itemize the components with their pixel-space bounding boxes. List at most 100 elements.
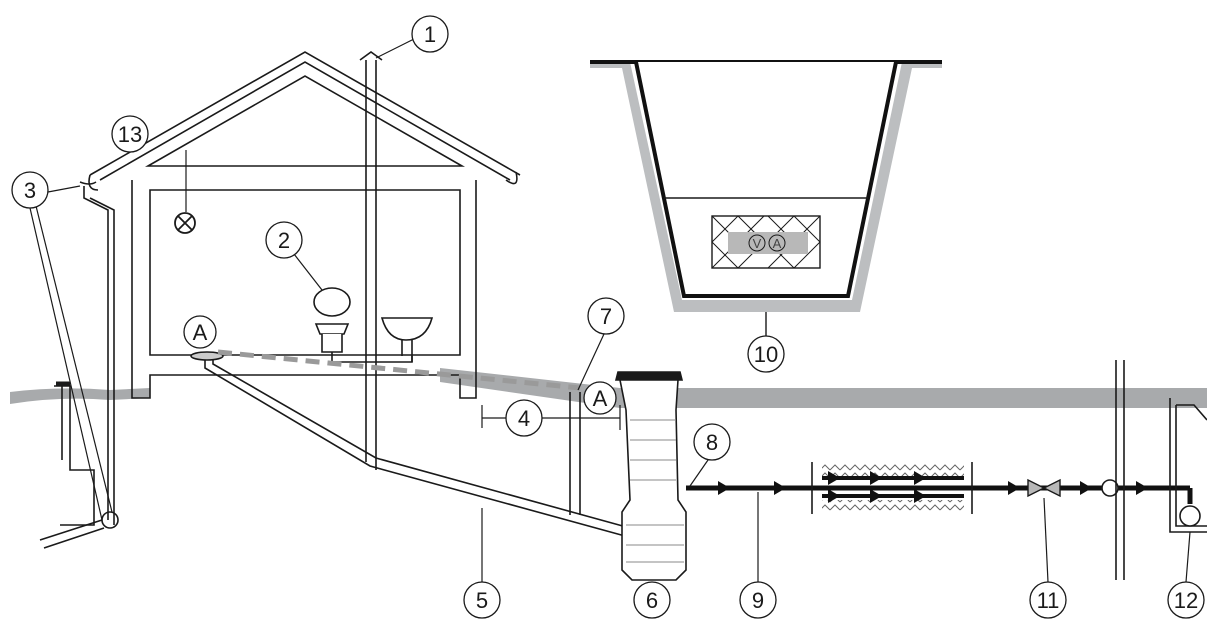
toilet-base — [321, 334, 343, 353]
inset-pit: V A — [590, 60, 942, 338]
svg-text:13: 13 — [118, 122, 142, 147]
cleanout — [1101, 479, 1119, 497]
marker-a-house: A — [183, 315, 217, 349]
svg-text:12: 12 — [1174, 588, 1198, 613]
callout-8: 8 — [693, 423, 731, 461]
lamp-circle — [174, 212, 196, 234]
leader-2 — [293, 253, 323, 291]
callout-2: 2 — [265, 221, 303, 259]
leader-11 — [1043, 497, 1049, 583]
pump — [1179, 505, 1201, 527]
leader-lines — [29, 37, 1191, 583]
pit-wall — [634, 61, 898, 298]
property-line — [1115, 360, 1125, 580]
filter-arrows — [828, 471, 926, 503]
toilet-sink-drain — [331, 352, 413, 363]
main-sewer-lower — [212, 358, 631, 529]
roof-outer — [89, 51, 521, 176]
callouts: 1 2 3 4 5 6 7 8 — [11, 15, 1205, 619]
callout-5: 5 — [463, 581, 501, 619]
svg-text:11: 11 — [1037, 588, 1060, 613]
leader-12 — [1185, 531, 1191, 583]
callout-1: 1 — [411, 15, 449, 53]
callout-9: 9 — [739, 581, 777, 619]
inspection-pipe — [569, 392, 581, 515]
svg-text:A: A — [193, 320, 208, 345]
main-sewer-upper — [204, 358, 626, 537]
svg-text:8: 8 — [706, 430, 718, 455]
svg-text:9: 9 — [752, 588, 764, 613]
chamber-walls — [1169, 398, 1207, 533]
valve-v-label: V — [753, 236, 762, 251]
room-interior — [149, 189, 461, 356]
callout-12: 12 — [1167, 581, 1205, 619]
valve-a-label: A — [773, 236, 782, 251]
valve-plate — [728, 232, 808, 254]
valve-body — [1027, 478, 1061, 498]
callout-6: 6 — [633, 581, 671, 619]
vent-pipe — [365, 60, 377, 470]
pit-surround — [590, 62, 942, 312]
callout-11: 11 — [1029, 581, 1067, 619]
tank-ribs — [626, 419, 684, 563]
eave-left — [88, 174, 99, 191]
svg-text:6: 6 — [646, 588, 658, 613]
callout-7: 7 — [587, 297, 625, 335]
svg-text:7: 7 — [600, 304, 612, 329]
marker-a-tank: A — [583, 381, 617, 415]
house-walls — [131, 180, 477, 399]
leader-1 — [375, 37, 417, 59]
svg-text:3: 3 — [24, 178, 36, 203]
downspout — [39, 181, 119, 549]
dimension-4 — [481, 405, 621, 430]
septic-tank — [614, 371, 687, 581]
house — [88, 51, 521, 399]
downspout-pipe — [79, 181, 115, 525]
drain-pipes — [190, 351, 631, 537]
eave-right — [505, 171, 518, 185]
callout-3: 3 — [11, 171, 49, 209]
svg-text:2: 2 — [278, 228, 290, 253]
fixtures — [313, 287, 434, 362]
svg-text:A: A — [593, 386, 608, 411]
ground-left — [10, 388, 150, 404]
leader-8 — [689, 459, 709, 487]
leader-7 — [577, 333, 605, 391]
sink-basin — [380, 317, 434, 341]
toilet-tank — [313, 287, 351, 317]
leader-3 — [29, 185, 113, 521]
filter-media-bottom — [822, 500, 964, 512]
level-markers: A A — [183, 315, 617, 415]
boundary-posts — [1115, 360, 1125, 580]
filter-walls — [811, 462, 973, 514]
valve-v-circle — [748, 234, 766, 252]
floor-drain — [190, 351, 224, 361]
downspout-elbow — [101, 511, 119, 529]
sink-drain — [401, 340, 413, 362]
lamp-cross — [177, 215, 193, 231]
check-valve — [1027, 478, 1119, 498]
indicator-lamp — [174, 212, 196, 234]
filter-section — [811, 462, 973, 514]
svg-text:10: 10 — [754, 342, 778, 367]
attic-triangle — [144, 75, 466, 167]
svg-text:1: 1 — [424, 22, 436, 47]
svg-text:4: 4 — [518, 406, 530, 431]
callout-13: 13 — [111, 115, 149, 153]
drain-out — [39, 519, 105, 549]
filter-media-top — [822, 464, 964, 476]
svg-text:5: 5 — [476, 588, 488, 613]
callout-10: 10 — [747, 335, 785, 373]
roof-inner — [99, 61, 511, 181]
toilet-bowl — [314, 323, 350, 335]
dimension-arrow — [481, 405, 621, 430]
rain-barrel — [54, 385, 95, 526]
tank-lid — [614, 371, 684, 381]
valve-a-circle — [768, 234, 786, 252]
callout-4: 4 — [505, 399, 543, 437]
level-line — [217, 349, 581, 391]
inspection-riser — [569, 392, 581, 515]
pump-chamber — [1169, 398, 1207, 533]
